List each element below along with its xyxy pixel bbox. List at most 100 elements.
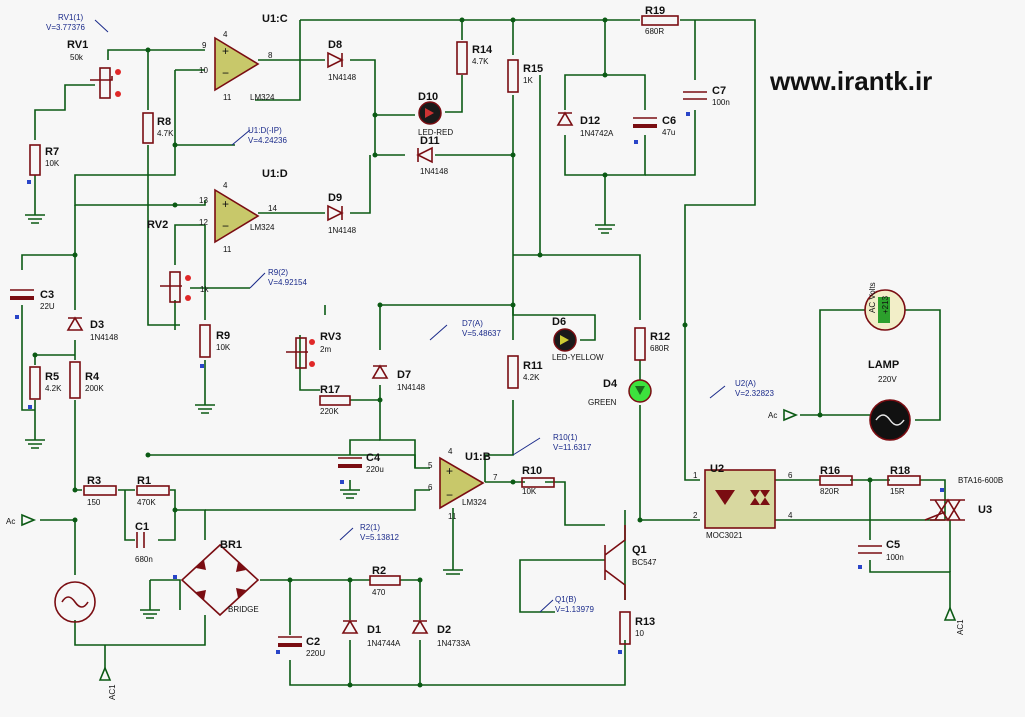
- u1d-pin-14: 14: [268, 204, 277, 213]
- opamp-u1b: U1:B LM324 5 6 7 4 11 +−: [428, 447, 498, 575]
- r13-value: 10: [635, 629, 644, 638]
- r9-ref: R9: [216, 330, 230, 342]
- u1c-pin-4: 4: [223, 30, 228, 39]
- u3-ref: U3: [978, 504, 992, 516]
- r1-body: [136, 485, 170, 496]
- d2-value: 1N4733A: [437, 639, 471, 648]
- u2-pin-6: 6: [788, 471, 793, 480]
- r4-ref: R4: [85, 371, 100, 383]
- d8-value: 1N4148: [328, 73, 357, 82]
- d1-value: 1N4744A: [367, 639, 401, 648]
- br1-value: BRIDGE: [228, 605, 259, 614]
- rv1-value: 50k: [70, 53, 84, 62]
- d9-ref: D9: [328, 192, 342, 204]
- r9-value: 10K: [216, 343, 231, 352]
- r18-ref: R18: [890, 465, 910, 477]
- r3-ref: R3: [87, 475, 101, 487]
- bridge-br1: BR1 BRIDGE: [180, 539, 260, 617]
- r14-value: 4.7K: [472, 57, 489, 66]
- opamp-u1c: U1:C LM324 9 10 8 4 11 +−: [199, 13, 288, 102]
- u1d-ref: U1:D: [262, 168, 288, 180]
- d8-ref: D8: [328, 39, 342, 51]
- r10-value: 10K: [522, 487, 537, 496]
- r10-body: [521, 477, 555, 488]
- u1c-pin-9: 9: [202, 41, 207, 50]
- d10-ref: D10: [418, 91, 438, 103]
- r8-body: [142, 112, 154, 144]
- d2-ref: D2: [437, 624, 451, 636]
- r9-body: [199, 324, 211, 358]
- c5-value: 100n: [886, 553, 904, 562]
- volt-reading: +213: [881, 295, 890, 314]
- probe-u2-value: V=2.32823: [735, 389, 774, 398]
- probe-rv1-value: V=3.77376: [46, 23, 85, 32]
- c2-ref: C2: [306, 636, 320, 648]
- d12-ref: D12: [580, 115, 600, 127]
- c3-value: 22U: [40, 302, 55, 311]
- potentiometers: RV1 50k RV2 1k RV3 2m: [67, 39, 341, 369]
- d3-ref: D3: [90, 319, 104, 331]
- rv2-ref: RV2: [147, 219, 168, 231]
- c6-ref: C6: [662, 115, 676, 127]
- d6-ref: D6: [552, 316, 566, 328]
- r15-value: 1K: [523, 76, 533, 85]
- r19-body: [641, 15, 679, 26]
- r19-value: 680R: [645, 27, 664, 36]
- terminals: Ac Ac AC1 AC1: [6, 408, 965, 700]
- probe-r10-value: V=11.6317: [553, 443, 592, 452]
- u1b-pin-7: 7: [493, 473, 498, 482]
- c5-ref: C5: [886, 539, 900, 551]
- d9-value: 1N4148: [328, 226, 357, 235]
- rv3-body: [295, 337, 307, 369]
- u1d-value: LM324: [250, 223, 275, 232]
- voltage-probes: RV1(1) V=3.77376 U1:D(-IP) V=4.24236 R9(…: [46, 13, 774, 614]
- u1d-pin-12: 12: [199, 218, 208, 227]
- u1b-pin-5: 5: [428, 461, 433, 470]
- c4-value: 220u: [366, 465, 384, 474]
- capacitors: C3 22U C1 680n C2 220U C4 220u C6 47u C7…: [10, 85, 904, 658]
- probe-r2-value: V=5.13812: [360, 533, 399, 542]
- c7-ref: C7: [712, 85, 726, 97]
- r5-ref: R5: [45, 371, 59, 383]
- rv2-value: 1k: [200, 285, 209, 294]
- r4-value: 200K: [85, 384, 104, 393]
- u1d-pin-4: 4: [223, 181, 228, 190]
- probe-r9-name: R9(2): [268, 268, 288, 277]
- c1-value: 680n: [135, 555, 153, 564]
- d11-value: 1N4148: [420, 167, 449, 176]
- u1c-value: LM324: [250, 93, 275, 102]
- r3-body: [83, 485, 117, 496]
- u1c-ref: U1:C: [262, 13, 288, 25]
- d3-value: 1N4148: [90, 333, 119, 342]
- r13-body: [619, 611, 631, 645]
- r2-value: 470: [372, 588, 386, 597]
- r4-body: [69, 361, 81, 399]
- r8-value: 4.7K: [157, 129, 174, 138]
- q1-ref: Q1: [632, 544, 647, 556]
- transistor-q1: Q1 BC547: [604, 525, 657, 600]
- svg-text:−: −: [222, 219, 229, 233]
- ac-source: [54, 581, 96, 623]
- r1-value: 470K: [137, 498, 156, 507]
- rv1-body: [99, 67, 111, 99]
- d4-value: GREEN: [588, 398, 617, 407]
- rv1-ref: RV1: [67, 39, 88, 51]
- d1-ref: D1: [367, 624, 381, 636]
- r10-ref: R10: [522, 465, 542, 477]
- r7-body: [29, 144, 41, 176]
- d10-value: LED-RED: [418, 128, 453, 137]
- lamp-value: 220V: [878, 375, 897, 384]
- u3-value: BTA16-600B: [958, 476, 1003, 485]
- u1b-value: LM324: [462, 498, 487, 507]
- u2-pin-1: 1: [693, 471, 698, 480]
- svg-text:+: +: [446, 464, 453, 478]
- ac1-bottom-terminal: AC1: [108, 684, 117, 700]
- c6-value: 47u: [662, 128, 675, 137]
- r14-body: [456, 41, 468, 75]
- probe-d7-name: D7(A): [462, 319, 483, 328]
- r17-body: [319, 395, 351, 406]
- probe-q1-name: Q1(B): [555, 595, 577, 604]
- u1d-pin-11: 11: [223, 245, 232, 254]
- opamp-u1d: U1:D LM324 13 12 14 4 11 +−: [199, 168, 288, 254]
